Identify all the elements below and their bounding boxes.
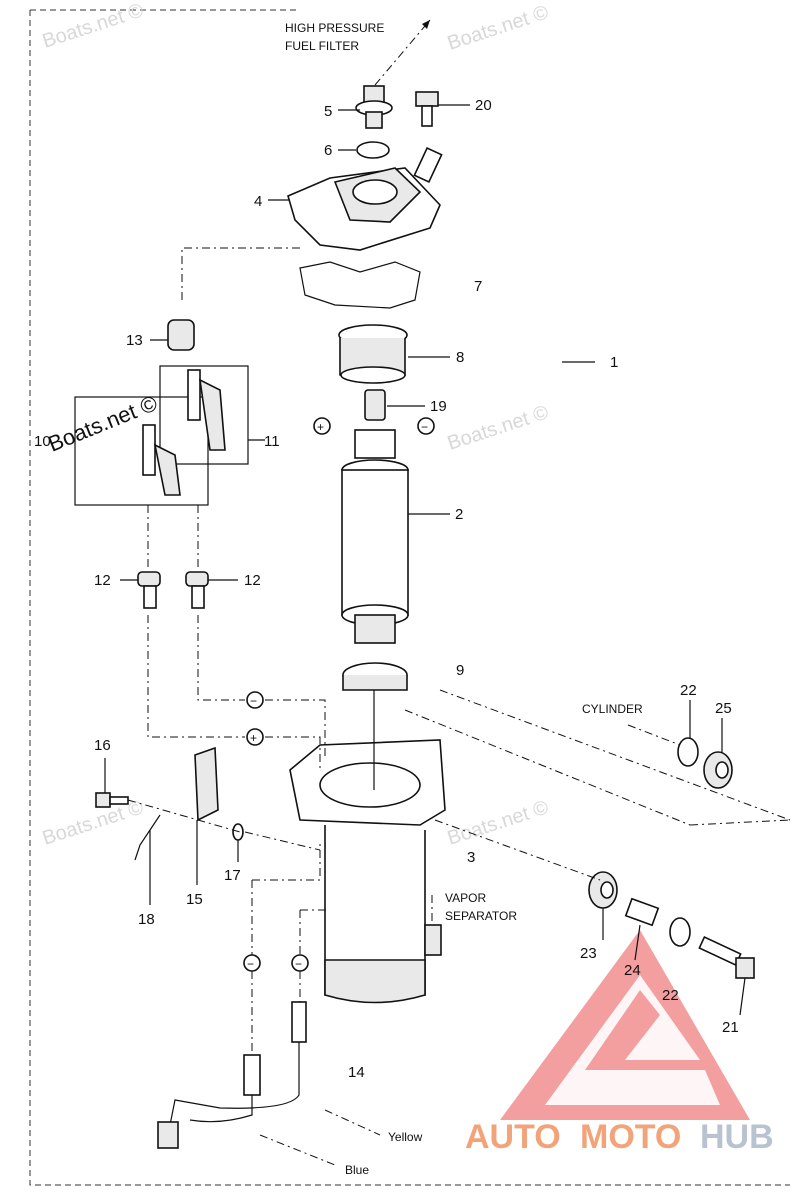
watermark-boats-net: Boats.net © [40,796,147,849]
part-number-14: 14 [348,1064,365,1081]
minus-symbol: − [295,957,302,971]
part-21-bolt [698,936,755,979]
part-number-7: 7 [474,278,482,295]
part-number-8: 8 [456,349,464,366]
part-number-20: 20 [475,97,492,114]
part-number-2: 2 [455,506,463,523]
logo-triangle-cut [545,975,720,1105]
logo-hub: HUB [700,1118,774,1156]
part-25-grommet [703,751,733,789]
part-number-23: 23 [580,945,597,962]
part-number-17: 17 [224,867,241,884]
part-17-washer [232,823,244,841]
minus-marker [246,691,264,709]
part-11-box [159,365,249,465]
part-number-1: 1 [610,354,618,371]
part-3-housing [289,739,446,1004]
watermark-boats-net: Boats.net © [40,0,147,53]
part-number-10: 10 [34,433,51,450]
yellow-wire-label: Yellow [388,1130,423,1144]
high-pressure-arrowhead [422,20,430,29]
part-22-washer-lower [669,917,691,947]
part-number-18: 18 [138,911,155,928]
part-20-bolt [415,91,439,127]
part-18-strap [134,814,161,861]
part-number-11: 11 [264,433,280,450]
part-12-terminal-right [185,571,209,609]
plus-symbol: + [317,420,324,434]
part-number-22: 22 [662,987,679,1004]
watermark-boats-net: Boats.net © [445,796,552,849]
separator-label: SEPARATOR [445,909,517,923]
part-number-25: 25 [715,700,732,717]
part-number-21: 21 [722,1019,739,1036]
watermark-boats-net: Boats.net © [445,401,552,454]
part-9-seal [342,662,408,691]
assembly-lines [127,247,791,1166]
part-15-bracket [194,746,219,822]
high-pressure-label: HIGH PRESSURE [285,21,384,35]
plus-marker [313,417,331,435]
automotohub-logo: AUTO MOTO HUB [465,930,774,1156]
part-number-12: 12 [94,572,111,589]
part-number-6: 6 [324,142,332,159]
high-pressure-arrow [374,19,431,86]
part-number-22: 22 [680,682,697,699]
part-12-terminal-left [137,571,161,609]
part-2-fuel-pump [341,429,409,644]
part-19-filter [364,389,386,421]
watermark-boats-net: Boats.net © [445,1,552,54]
part-7-gasket [299,261,421,309]
part-13-cap [167,319,195,351]
part-23-grommet [588,871,618,909]
part-4-pump-cover [287,146,443,251]
part-number-24: 24 [624,962,641,979]
part-number-13: 13 [126,332,143,349]
fuel-filter-label: FUEL FILTER [285,39,359,53]
blue-wire-label: Blue [345,1163,369,1177]
part-8-retainer-nut [338,324,408,384]
minus-marker [417,417,435,435]
cylinder-label: CYLINDER [582,702,643,716]
logo-moto: MOTO [580,1118,681,1156]
part-number-4: 4 [254,193,262,210]
plus-marker [246,728,264,746]
part-24-collar [624,897,660,927]
part-number-12: 12 [244,572,261,589]
minus-symbol: − [247,957,254,971]
part-number-3: 3 [467,849,475,866]
part-10-box [74,396,209,506]
leader-lines [104,104,746,1016]
minus-symbol: − [250,694,257,708]
vapor-label: VAPOR [445,891,486,905]
assembly-frame [29,9,790,1186]
part-6-oring [356,141,390,159]
part-number-9: 9 [456,662,464,679]
part-number-19: 19 [430,398,447,415]
part-number-15: 15 [186,891,203,908]
part-number-5: 5 [324,103,332,120]
part-10-terminal [142,424,181,496]
part-number-16: 16 [94,737,111,754]
part-11-terminal [187,369,226,451]
plus-symbol: + [250,731,257,745]
minus-symbol: − [421,420,428,434]
part-14-harness [157,1001,307,1149]
logo-auto: AUTO [465,1118,561,1156]
part-5-union [355,85,393,129]
part-22-washer-upper [677,737,699,767]
